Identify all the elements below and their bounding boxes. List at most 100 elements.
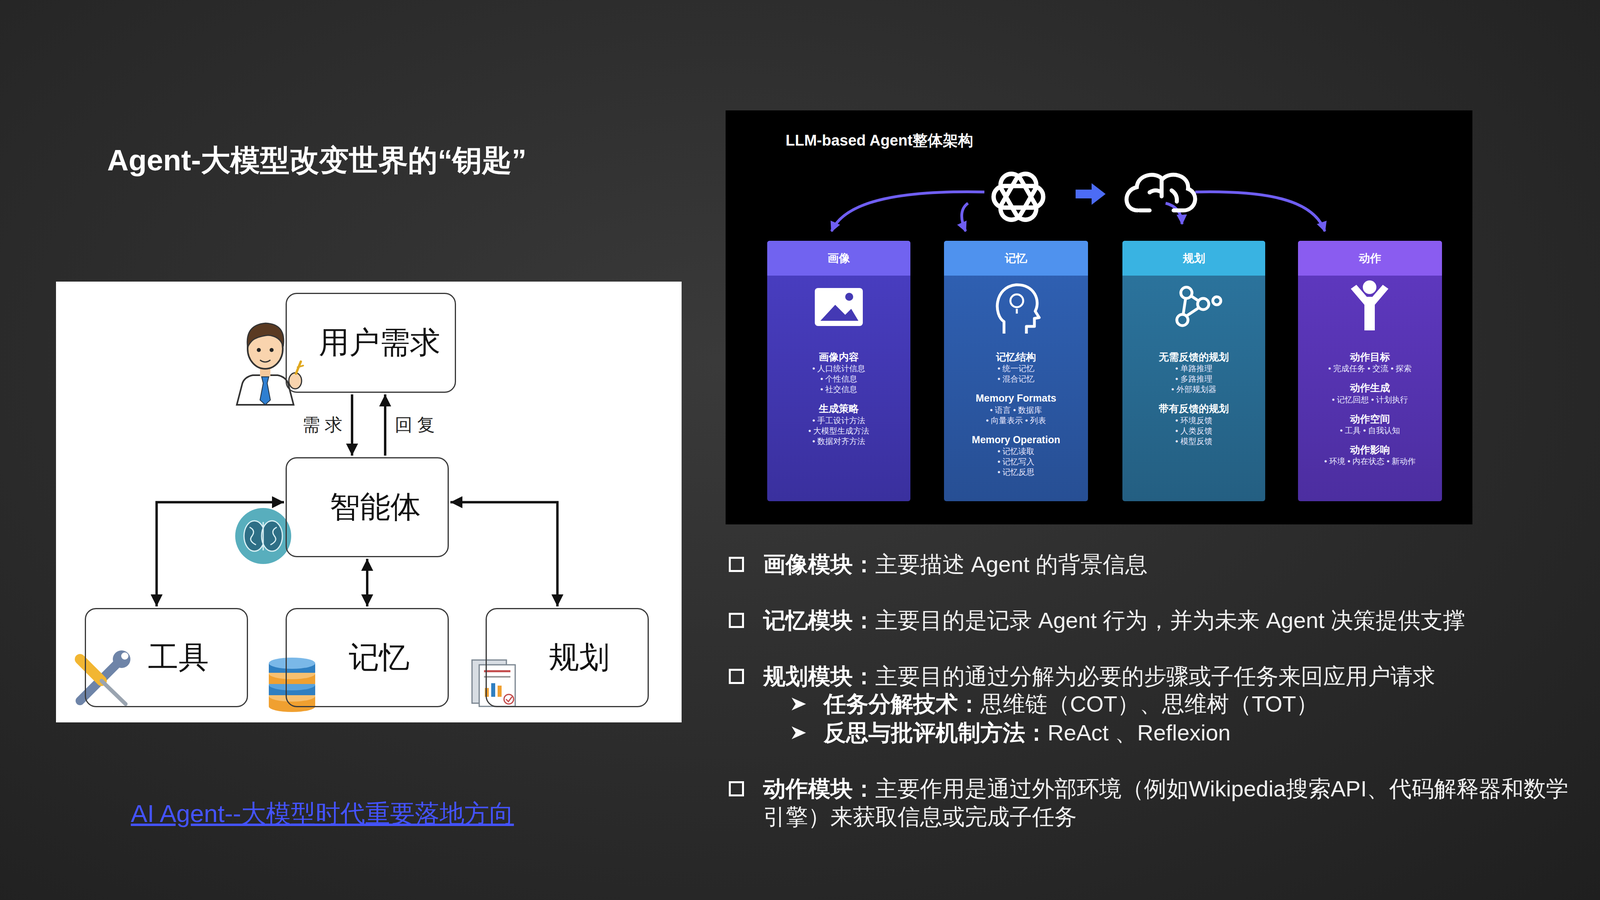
section-heading: Memory Operation [972,433,1061,446]
module-box: 工具 [84,608,248,708]
column-header: 动作 [1298,240,1442,276]
box-label: 规划 [548,637,610,679]
action-column: 动作动作目标• 完成任务 • 交流 • 探索动作生成• 记忆回想 • 计划执行动… [1298,240,1442,502]
drawing-part [814,288,863,326]
drawing-part [1165,203,1182,224]
process-box: 用户需求 [285,292,456,393]
box-label: 智能体 [329,486,421,528]
bullet-term: 动作模块： [763,776,876,802]
bullet-item: • 统一记忆 [997,363,1035,374]
database-icon [268,657,316,712]
drawing-part [997,284,1040,334]
drawing-part [996,170,1041,224]
bullet-text: 记忆模块：主要目的是记录 Agent 行为，并为未来 Agent 决策提供支撑 [763,606,1580,635]
bullet-description: 主要目的通过分解为必要的步骤或子任务来回应用户请求 [875,663,1436,689]
drawing-part [80,659,102,681]
bullet-item: • 记忆回想 • 计划执行 [1332,394,1409,405]
drawing-part [1176,314,1188,326]
box-label: 用户需求 [318,322,441,364]
section-heading: 动作空间 [1350,412,1390,426]
connector-arrow [384,394,387,456]
bullet-item: • 人类反馈 [1175,425,1213,436]
bullet-description: 主要目的是记录 Agent 行为，并为未来 Agent 决策提供支撑 [875,607,1466,633]
connector-arrow [350,394,354,456]
drawing-part [961,203,968,232]
bullet-item: • 记忆写入 [997,456,1035,467]
drawing-part [1075,183,1106,205]
drawing-part [1016,308,1018,314]
bullet-item: • 完成任务 • 交流 • 探索 [1328,363,1412,374]
drawing-part [845,292,854,301]
planning-column: 规划无需反馈的规划• 单路推理• 多路推理• 外部规划器带有反馈的规划• 环境反… [1122,240,1266,502]
column-header: 记忆 [944,240,1088,276]
drawing-part [831,192,985,232]
tools-icon [80,650,131,704]
section-heading: Memory Formats [975,392,1056,405]
square-bullet [728,612,744,628]
connector-arrow [450,502,558,607]
drawing-part [1191,296,1199,301]
user-icon [236,323,304,405]
drawing-part [121,652,129,660]
drawing-part [235,508,292,564]
drawing-part [260,360,271,362]
edge-label: 回 复 [394,413,435,437]
bullet-text: 任务分解技术：思维链（COT）、思维树（TOT） [823,690,1580,718]
drawing-part [1212,296,1221,305]
section-heading: 动作影响 [1350,443,1390,456]
section-heading: 动作目标 [1350,350,1390,364]
bullet-term: 任务分解技术： [823,691,981,717]
bullet-item: • 混合记忆 [997,373,1035,384]
drawing-part [1126,174,1195,211]
agent-box: 智能体 [285,457,449,558]
connector-arrow [156,502,284,607]
profile-column: 画像画像内容• 人口统计信息• 个性信息• 社交信息生成策略• 手工设计方法• … [767,240,911,502]
drawing-part [249,522,277,551]
slide-title: Agent-大模型改变世界的“钥匙” [107,140,527,181]
bullet-text: 规划模块：主要目的通过分解为必要的步骤或子任务来回应用户请求 [763,662,1580,691]
drawing-part [101,680,126,704]
bullet-row: 画像模块：主要描述 Agent 的背景信息 [728,550,1580,579]
drawing-part [1186,308,1199,316]
bullet-item: • 多路推理 [1175,373,1213,384]
bullet-description: ReAct 、Reflexion [1047,720,1231,746]
arrow-bullet [790,724,808,742]
drawing-part [269,348,274,352]
drawing-part [288,372,302,389]
bullet-item: • 环境反馈 [1175,415,1213,426]
drawing-part [497,685,502,697]
bullet-item: • 社交信息 [820,384,858,395]
box-label: 记忆 [348,637,410,679]
bullet-item: • 语言 • 数据库 [990,404,1043,416]
bullet-item: • 向量表示 • 列表 [986,415,1047,426]
bullet-item: • 模型反馈 [1175,436,1213,447]
bullet-item: • 手工设计方法 [812,415,866,426]
drawing-part [236,375,294,405]
arrow-bullet-shape [791,726,806,740]
arrow-bullet-icon [790,724,808,742]
memory-column: 记忆记忆结构• 统一记忆• 混合记忆 Memory Formats• 语言 • 数… [944,240,1088,502]
connector-arrow [366,558,369,607]
column-header: 规划 [1122,240,1266,276]
bullet-row: 动作模块：主要作用是通过外部环境（例如Wikipedia搜索API、代码解释器和… [728,774,1580,831]
section-heading: 记忆结构 [996,350,1036,364]
drawing-part [996,170,1041,224]
bullet-item: • 大模型生成方法 [808,425,870,436]
bullet-item: • 工具 • 自我认知 [1340,425,1401,436]
module-box: 记忆 [285,608,449,708]
panel-title: LLM-based Agent整体架构 [785,130,974,151]
bullet-item: • 外部规划器 [1171,384,1217,395]
bullet-term: 反思与批评机制方法： [823,720,1048,746]
square-bullet [728,668,744,684]
bullet-item: • 环境 • 内在状态 • 新动作 [1324,456,1416,467]
section-heading: 无需反馈的规划 [1158,350,1229,364]
section-heading: 画像内容 [818,350,859,364]
drawing-part [820,304,859,321]
bullet-item: • 单路推理 [1175,363,1213,374]
bullet-item: • 记忆读取 [997,446,1035,457]
drawing-part [256,348,261,352]
square-bullet [728,781,744,797]
drawing-part [1350,284,1389,331]
edge-label: 需 求 [302,413,343,437]
